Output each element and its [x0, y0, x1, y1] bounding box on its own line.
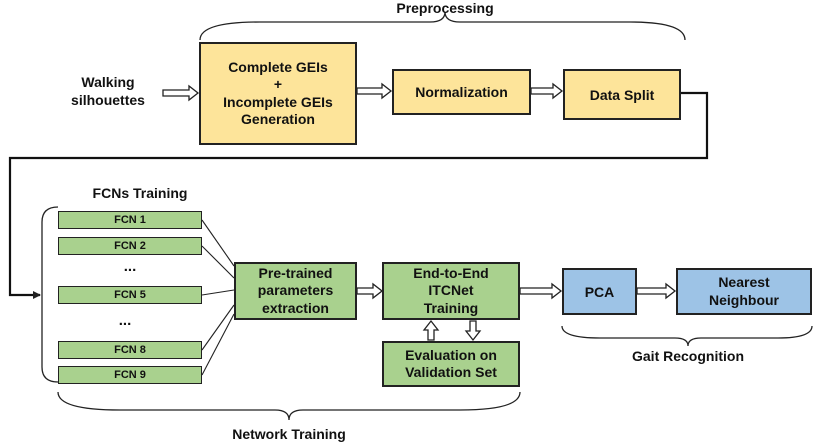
pca-box: PCA	[562, 268, 637, 315]
fcn-1-box: FCN 1	[58, 211, 202, 229]
fcn-bracket	[41, 206, 59, 383]
fcn-ellipsis-2: ...	[118, 312, 132, 329]
preprocessing-label: Preprocessing	[396, 0, 494, 16]
itcnet-training-box: End-to-End ITCNet Training	[382, 262, 520, 320]
fcn-connectors	[201, 219, 235, 376]
hollow-arrow-input	[162, 84, 200, 102]
hollow-arrow-itcnet-to-eval	[464, 320, 482, 342]
hollow-arrow-pretrained-itcnet	[356, 282, 384, 300]
fcn-5-box: FCN 5	[58, 286, 202, 304]
input-label: Walking silhouettes	[71, 74, 145, 108]
hollow-arrow-pca-nearest	[636, 282, 677, 300]
fcns-training-label: FCNs Training	[92, 185, 188, 201]
network-training-label: Network Training	[232, 426, 346, 442]
routing-line	[8, 91, 709, 299]
gait-recognition-label: Gait Recognition	[632, 348, 744, 364]
preprocessing-brace	[199, 11, 686, 41]
data-split-box: Data Split	[563, 69, 681, 120]
hollow-arrow-norm-split	[530, 82, 564, 100]
nearest-neighbour-box: Nearest Neighbour	[676, 268, 812, 315]
hollow-arrow-gei-norm	[356, 82, 393, 100]
fcn-8-box: FCN 8	[58, 341, 202, 359]
network-training-brace	[57, 391, 521, 421]
hollow-arrow-itcnet-pca	[519, 282, 563, 300]
fcn-9-box: FCN 9	[58, 366, 202, 384]
hollow-arrow-eval-to-itcnet	[422, 319, 440, 341]
evaluation-box: Evaluation on Validation Set	[382, 341, 520, 387]
normalization-box: Normalization	[392, 69, 531, 115]
fcn-ellipsis-1: ...	[123, 258, 137, 275]
pretrained-extraction-box: Pre-trained parameters extraction	[234, 262, 357, 320]
fcn-2-box: FCN 2	[58, 237, 202, 255]
gei-generation-box: Complete GEIs + Incomplete GEIs Generati…	[199, 42, 357, 145]
gait-recognition-brace	[561, 325, 813, 347]
